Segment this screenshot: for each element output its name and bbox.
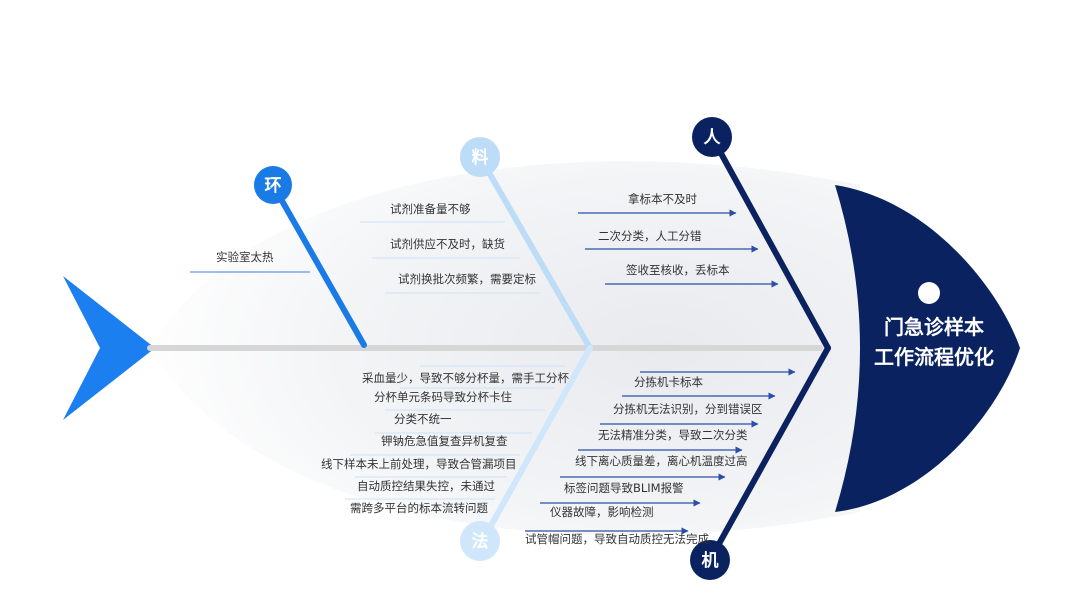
- bone-machine: [707, 345, 831, 563]
- cause-machine-6: 仪器故障，影响检测: [550, 505, 654, 519]
- category-environment-node: 环: [254, 166, 292, 204]
- cause-material-2: 试剂供应不及时，缺货: [390, 237, 505, 251]
- category-machine-node: 机: [690, 540, 730, 580]
- cause-machine-7: 试管帽问题，导致自动质控无法完成: [525, 532, 709, 546]
- cause-person-1: 拿标本不及时: [628, 192, 697, 206]
- diagram-title-line1: 门急诊样本: [884, 315, 984, 339]
- cause-material-1: 试剂准备量不够: [390, 202, 471, 216]
- cause-machine-2: 分拣机无法识别，分到错误区: [613, 402, 763, 416]
- category-person-label: 人: [704, 128, 722, 148]
- cause-method-1: 采血量少，导致不够分杯量，需手工分杯: [362, 371, 569, 385]
- cause-person-3: 签收至核收，丢标本: [626, 263, 730, 277]
- fish-tail: [63, 276, 155, 420]
- category-material-label: 料: [472, 147, 489, 168]
- category-method-label: 法: [472, 531, 489, 552]
- cause-machine-5: 标签问题导致BLIM报警: [564, 481, 684, 495]
- cause-method-3: 分类不统一: [394, 412, 452, 426]
- cause-method-7: 需跨多平台的标本流转问题: [350, 501, 488, 515]
- diagram-title-line2: 工作流程优化: [874, 345, 994, 369]
- cause-environment-1: 实验室太热: [216, 250, 274, 264]
- fish-head: [835, 185, 1020, 512]
- bone-method: [480, 345, 593, 543]
- cause-material-3: 试剂换批次频繁，需要定标: [398, 272, 536, 286]
- cause-method-2: 分杯单元条码导致分杯卡住: [374, 390, 512, 404]
- category-method-node: 法: [460, 521, 500, 561]
- cause-machine-3: 无法精准分类，导致二次分类: [598, 428, 748, 442]
- cause-method-4: 钾钠危急值复查异机复查: [381, 434, 508, 448]
- category-machine-label: 机: [702, 550, 719, 571]
- cause-person-2: 二次分类，人工分错: [598, 229, 702, 243]
- cause-machine-4: 线下离心质量差，离心机温度过高: [575, 454, 748, 468]
- category-environment-label: 环: [265, 176, 282, 196]
- cause-method-6: 自动质控结果失控，未通过: [357, 479, 495, 493]
- cause-method-5: 线下样本未上前处理，导致合管漏项目: [321, 457, 517, 471]
- cause-machine-1: 分拣机卡标本: [634, 375, 703, 389]
- bone-material: [477, 154, 593, 351]
- fish-eye: [918, 282, 940, 304]
- category-material-node: 料: [460, 137, 500, 177]
- bone-environment: [270, 182, 367, 348]
- category-person-node: 人: [692, 117, 732, 157]
- bone-person: [709, 134, 831, 351]
